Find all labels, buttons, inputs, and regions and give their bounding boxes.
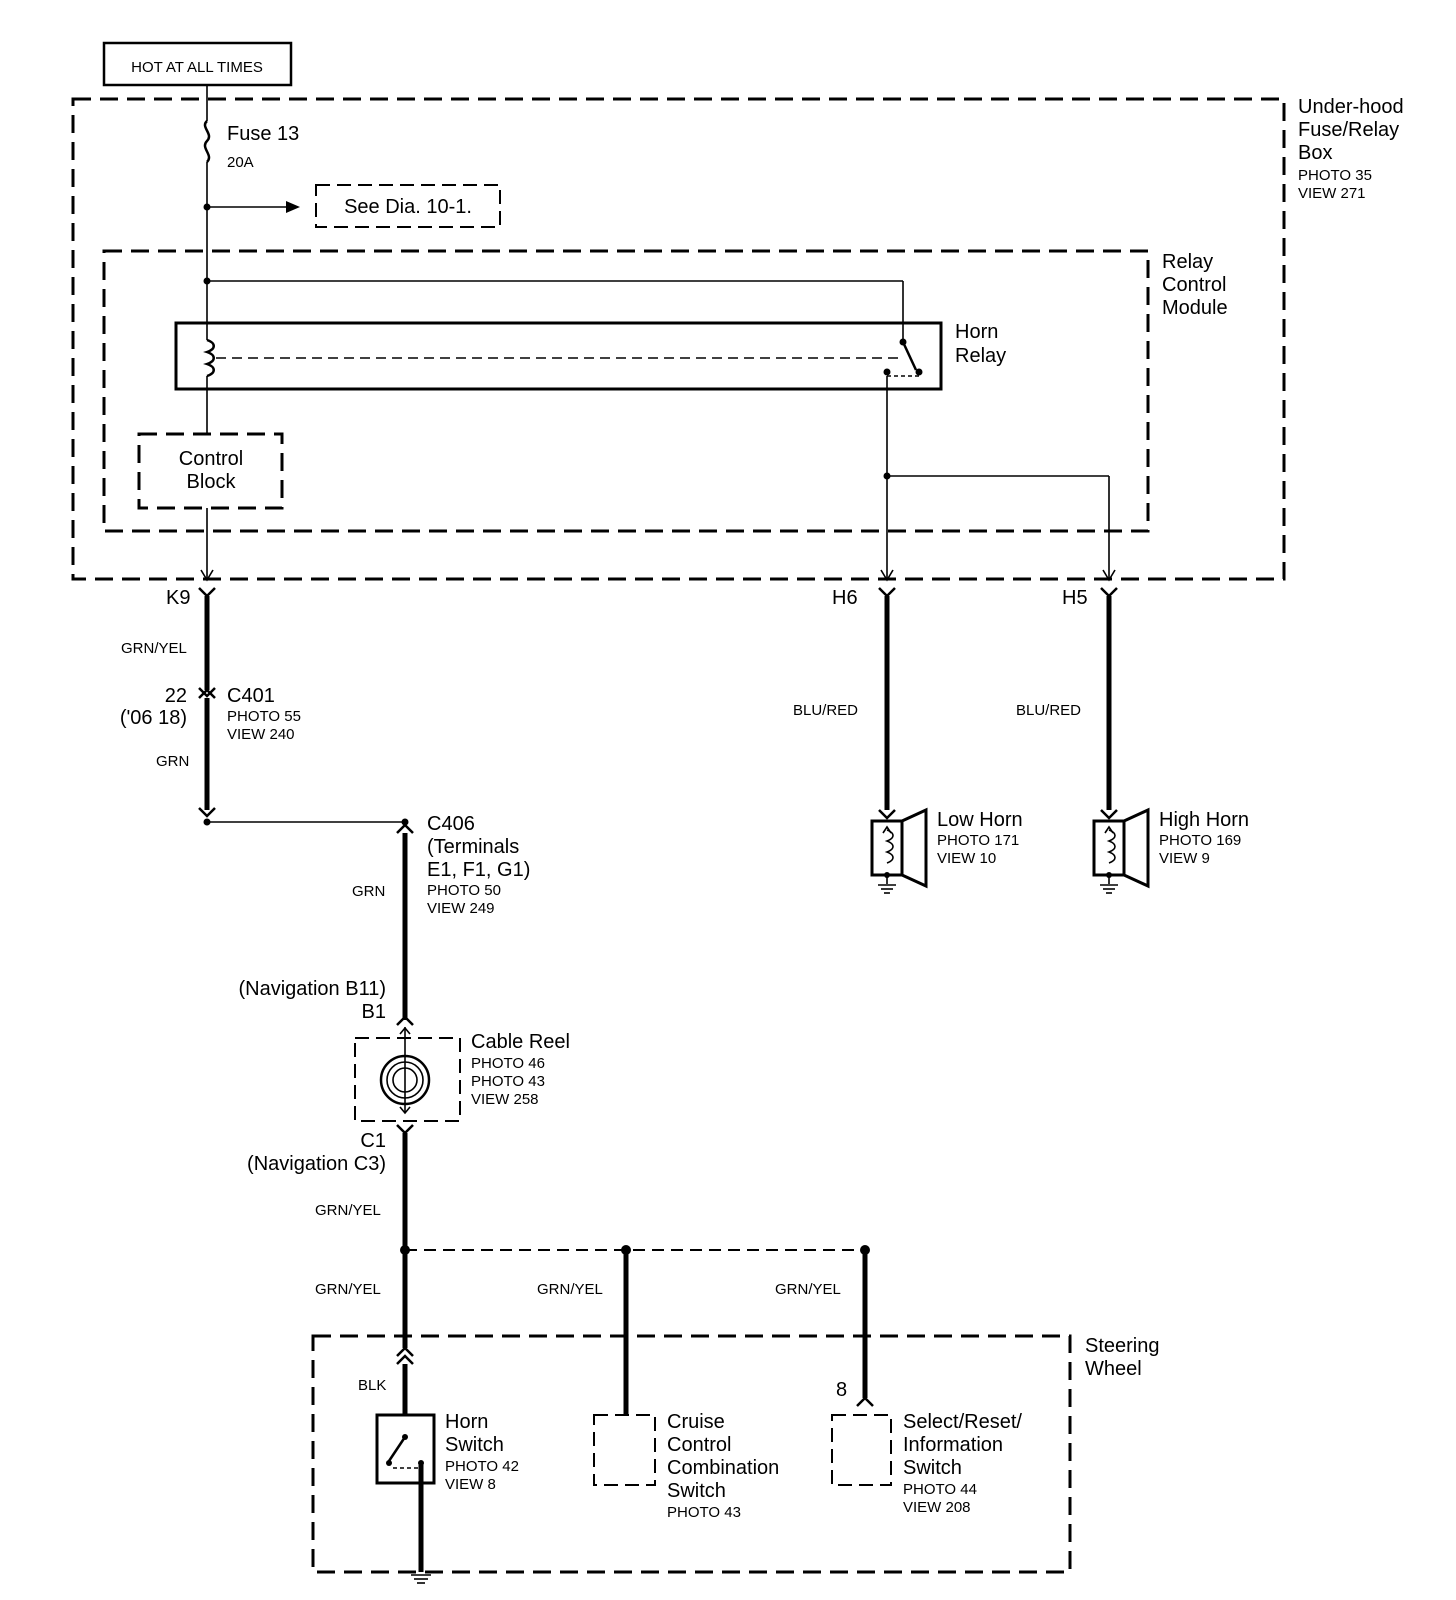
select-switch-photo: PHOTO 44 [903, 1481, 977, 1498]
relay-contact-out [883, 368, 891, 376]
select-reset-information-switch: Select/Reset/ Information Switch PHOTO 4… [831, 1411, 1022, 1516]
cable-reel-bottom-alt: (Navigation C3) [247, 1153, 386, 1175]
control-block: Control Block [137, 432, 284, 510]
terminal-h6-label: H6 [832, 587, 858, 609]
c406-view: VIEW 249 [427, 900, 495, 917]
c406-line3: E1, F1, G1) [427, 859, 530, 881]
switch-contact-icon [386, 1434, 424, 1469]
c401-view: VIEW 240 [227, 726, 295, 743]
horn-switch-photo: PHOTO 42 [445, 1458, 519, 1475]
low-horn-view: VIEW 10 [937, 850, 996, 867]
cable-reel-name: Cable Reel [471, 1031, 570, 1053]
select-switch-view: VIEW 208 [903, 1499, 971, 1516]
horn-relay: Horn Relay [174, 321, 1006, 391]
fuse-icon [203, 120, 211, 163]
high-horn-photo: PHOTO 169 [1159, 832, 1241, 849]
high-horn-view: VIEW 9 [1159, 850, 1210, 867]
fuse-name: Fuse 13 [227, 123, 299, 145]
wire-label-grn-1: GRN [156, 753, 189, 770]
see-dia-label: See Dia. 10-1. [344, 196, 472, 218]
low-horn: Low Horn PHOTO 171 VIEW 10 [870, 807, 1023, 894]
horn-switch-view: VIEW 8 [445, 1476, 496, 1493]
cruise-switch-name-line2: Control [667, 1434, 731, 1456]
c401-pin: 22 [165, 685, 187, 707]
fuse-rating: 20A [227, 154, 254, 171]
cable-reel-view: VIEW 258 [471, 1091, 539, 1108]
horn-switch-name-line1: Horn [445, 1411, 488, 1433]
low-horn-name: Low Horn [937, 809, 1023, 831]
horn-relay-name-line1: Horn [955, 321, 998, 343]
horn-coil-icon [884, 829, 894, 864]
underhood-box-name-line3: Box [1298, 142, 1332, 164]
wire-label-grn-2: GRN [352, 883, 385, 900]
cable-reel-top-alt: (Navigation B11) [239, 978, 386, 1000]
wire-label-grn-yel-1: GRN/YEL [121, 640, 187, 657]
c406-name: C406 [427, 813, 475, 835]
underhood-box-name-line2: Fuse/Relay [1298, 119, 1399, 141]
steering-wheel-name-line2: Wheel [1085, 1358, 1142, 1380]
underhood-box-view: VIEW 271 [1298, 185, 1366, 202]
terminal-k9-label: K9 [166, 587, 190, 609]
control-block-name-line2: Block [187, 471, 237, 493]
relay-coil-icon [203, 338, 215, 378]
wire-label-blk: BLK [358, 1377, 386, 1394]
steering-wheel-box: Steering Wheel [311, 1334, 1160, 1574]
cable-reel: Cable Reel PHOTO 46 PHOTO 43 VIEW 258 [354, 1026, 570, 1122]
cruise-switch-name-line1: Cruise [667, 1411, 725, 1433]
c401-pin-alt: ('06 18) [120, 707, 187, 729]
wire-label-grn-yel-5: GRN/YEL [775, 1281, 841, 1298]
cruise-switch-photo: PHOTO 43 [667, 1504, 741, 1521]
cruise-switch-name-line4: Switch [667, 1480, 726, 1502]
arrow-right-icon [286, 201, 300, 213]
relay-module-name-line3: Module [1162, 297, 1228, 319]
relay-module-name-line1: Relay [1162, 251, 1213, 273]
connector-c401: 22 ('06 18) C401 PHOTO 55 VIEW 240 [120, 685, 301, 743]
c401-photo: PHOTO 55 [227, 708, 301, 725]
wire-label-grn-yel-4: GRN/YEL [537, 1281, 603, 1298]
power-source-label: HOT AT ALL TIMES [131, 59, 263, 76]
power-source-box: HOT AT ALL TIMES [102, 41, 293, 87]
wire-label-blu-red-1: BLU/RED [793, 702, 858, 719]
cable-reel-top-pin: B1 [362, 1001, 386, 1023]
horn-coil-icon [1106, 829, 1116, 864]
select-switch-name-line3: Switch [903, 1457, 962, 1479]
see-dia-reference: See Dia. 10-1. [315, 184, 501, 228]
wire-label-blu-red-2: BLU/RED [1016, 702, 1081, 719]
cruise-control-switch: Cruise Control Combination Switch PHOTO … [593, 1411, 779, 1521]
ground-icon [411, 1574, 431, 1584]
c401-name: C401 [227, 685, 275, 707]
cruise-switch-name-line3: Combination [667, 1457, 779, 1479]
high-horn: High Horn PHOTO 169 VIEW 9 [1092, 807, 1249, 894]
underhood-fuse-relay-box: Under-hood Fuse/Relay Box PHOTO 35 VIEW … [71, 96, 1404, 581]
horn-switch-name-line2: Switch [445, 1434, 504, 1456]
wire-label-grn-yel-2: GRN/YEL [315, 1202, 381, 1219]
high-horn-name: High Horn [1159, 809, 1249, 831]
wire-label-grn-yel-3: GRN/YEL [315, 1281, 381, 1298]
relay-contact-no [915, 368, 923, 376]
low-horn-photo: PHOTO 171 [937, 832, 1019, 849]
select-switch-name-line2: Information [903, 1434, 1003, 1456]
cable-reel-bottom-pin: C1 [360, 1130, 386, 1152]
terminal-h5-label: H5 [1062, 587, 1088, 609]
c406-line2: (Terminals [427, 836, 519, 858]
arrow-down-icon [880, 569, 894, 582]
cable-reel-photo1: PHOTO 46 [471, 1055, 545, 1072]
steering-wheel-name-line1: Steering [1085, 1335, 1160, 1357]
arrow-down-icon [200, 569, 214, 582]
arrow-down-icon [1102, 569, 1116, 582]
underhood-box-name-line1: Under-hood [1298, 96, 1404, 118]
underhood-box-photo: PHOTO 35 [1298, 167, 1372, 184]
relay-control-module: Relay Control Module [102, 249, 1228, 533]
horn-relay-name-line2: Relay [955, 345, 1006, 367]
connector-c406: C406 (Terminals E1, F1, G1) PHOTO 50 VIE… [396, 813, 530, 917]
c406-photo: PHOTO 50 [427, 882, 501, 899]
cable-reel-coil-icon [379, 1054, 431, 1106]
select-switch-pin: 8 [836, 1379, 847, 1401]
control-block-name-line1: Control [179, 448, 243, 470]
horn-switch: Horn Switch PHOTO 42 VIEW 8 [375, 1411, 519, 1493]
relay-module-name-line2: Control [1162, 274, 1226, 296]
select-switch-name-line1: Select/Reset/ [903, 1411, 1022, 1433]
cable-reel-photo2: PHOTO 43 [471, 1073, 545, 1090]
